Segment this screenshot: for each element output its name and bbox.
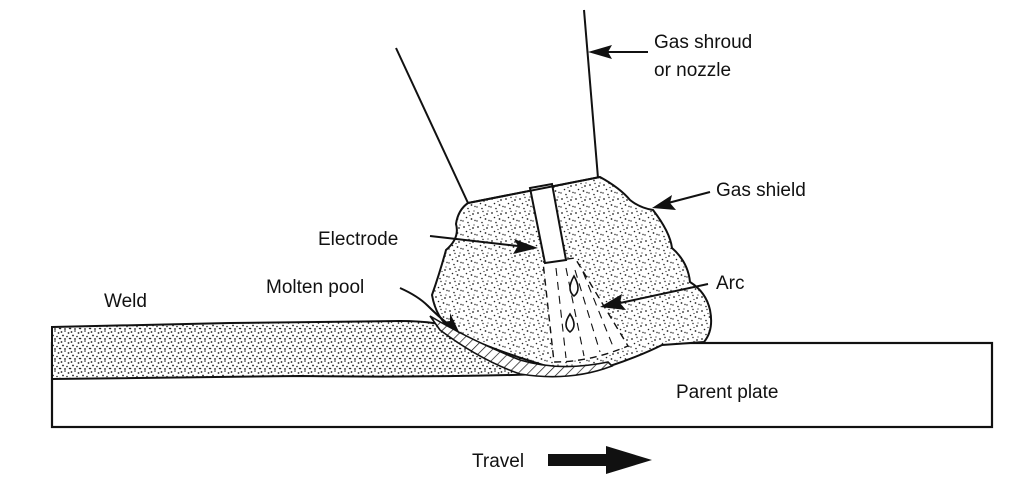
label-molten-pool: Molten pool	[266, 277, 364, 298]
nozzle-bottom-edge	[467, 176, 601, 204]
droplet-lower	[565, 312, 575, 334]
label-travel: Travel	[472, 451, 524, 472]
leader-molten-pool	[399, 287, 460, 334]
leader-gas-shield	[652, 191, 711, 210]
leader-arc	[600, 283, 709, 310]
leader-electrode	[429, 235, 538, 254]
nozzle-left-wall	[395, 47, 469, 204]
label-arc: Arc	[716, 273, 745, 294]
label-electrode: Electrode	[318, 229, 398, 250]
nozzle-right-wall	[583, 9, 599, 179]
label-gas-shield: Gas shield	[716, 180, 806, 201]
electrode	[528, 182, 568, 265]
travel-arrow	[548, 446, 652, 474]
label-gas-shroud-line1: Gas shroud	[654, 32, 752, 53]
label-gas-shroud-line2: or nozzle	[654, 60, 731, 81]
molten-pool	[429, 315, 614, 378]
droplet-upper	[569, 274, 579, 298]
arc	[542, 257, 630, 363]
arc-dash-lines	[555, 267, 615, 359]
label-weld: Weld	[104, 291, 147, 312]
leader-gas-shroud	[588, 45, 648, 59]
label-parent-plate: Parent plate	[676, 382, 778, 403]
